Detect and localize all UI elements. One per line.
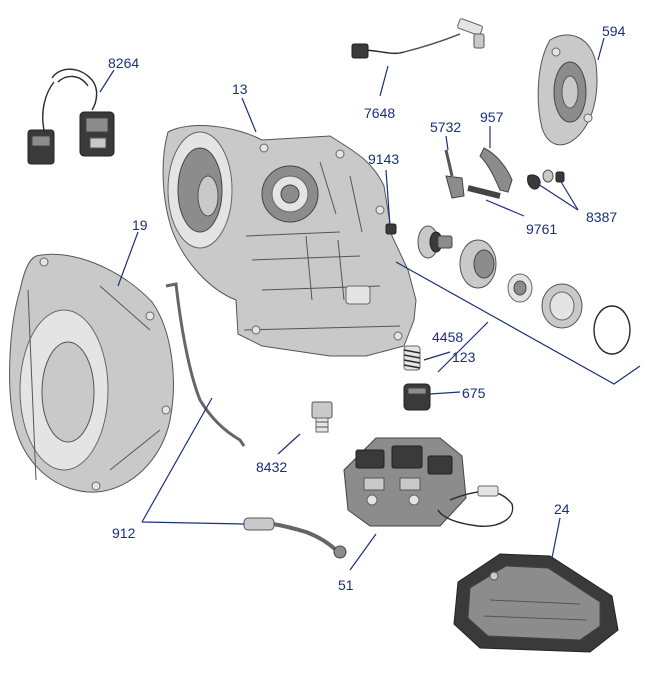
- label-912: 912: [112, 525, 136, 541]
- part-675-accumulator: [403, 383, 431, 411]
- leader-5732: [445, 135, 449, 151]
- label-8387: 8387: [586, 209, 617, 225]
- label-8264: 8264: [108, 55, 139, 71]
- leader-675: [429, 391, 461, 395]
- part-912-rod-and-line: [165, 282, 347, 559]
- part-957-detent-lever: [479, 147, 513, 193]
- leader-7648: [379, 65, 389, 97]
- part-9761-shaft: [467, 185, 501, 199]
- part-8387-clips: [527, 169, 565, 190]
- leader-594: [597, 37, 605, 61]
- part-594-rear-cover: [537, 34, 598, 146]
- leader-4458: [437, 321, 489, 373]
- label-24: 24: [554, 501, 570, 517]
- label-51: 51: [338, 577, 354, 593]
- part-8432-plug: [311, 401, 333, 433]
- leader-8387-b: [559, 179, 579, 211]
- leader-19: [117, 231, 139, 287]
- label-5732: 5732: [430, 119, 461, 135]
- label-9143: 9143: [368, 151, 399, 167]
- part-5732-lever: [444, 149, 465, 199]
- leader-8432: [277, 433, 301, 455]
- leader-8264: [99, 69, 115, 93]
- part-24-oil-pan: [453, 553, 619, 653]
- label-594: 594: [602, 23, 626, 39]
- leader-8387-a: [537, 183, 579, 211]
- part-7648-sensor-cable: [351, 18, 485, 59]
- leader-912: [141, 397, 245, 525]
- label-13: 13: [232, 81, 248, 97]
- label-957: 957: [480, 109, 504, 125]
- label-19: 19: [132, 217, 148, 233]
- leader-9143: [385, 169, 391, 227]
- label-123: 123: [452, 349, 476, 365]
- part-19-bell-housing: [9, 253, 174, 493]
- leader-24: [551, 517, 561, 559]
- leader-13: [241, 97, 257, 133]
- leader-123: [423, 351, 451, 361]
- part-8264-harness: [27, 68, 115, 165]
- leader-9761: [485, 199, 525, 217]
- label-8432: 8432: [256, 459, 287, 475]
- part-labels: 8264 13 7648 594 5732 957 9143 8387 9761…: [108, 23, 626, 593]
- label-9761: 9761: [526, 221, 557, 237]
- leader-51: [349, 533, 377, 571]
- part-9143-seal: [385, 223, 397, 235]
- part-13-transmission-case: [162, 125, 417, 357]
- label-4458: 4458: [432, 329, 463, 345]
- part-123-spring: [403, 345, 421, 371]
- part-51-valve-body: [343, 437, 514, 527]
- label-7648: 7648: [364, 105, 395, 121]
- label-675: 675: [462, 385, 486, 401]
- leader-lines: [99, 37, 605, 571]
- gear-train-parts: [417, 225, 631, 355]
